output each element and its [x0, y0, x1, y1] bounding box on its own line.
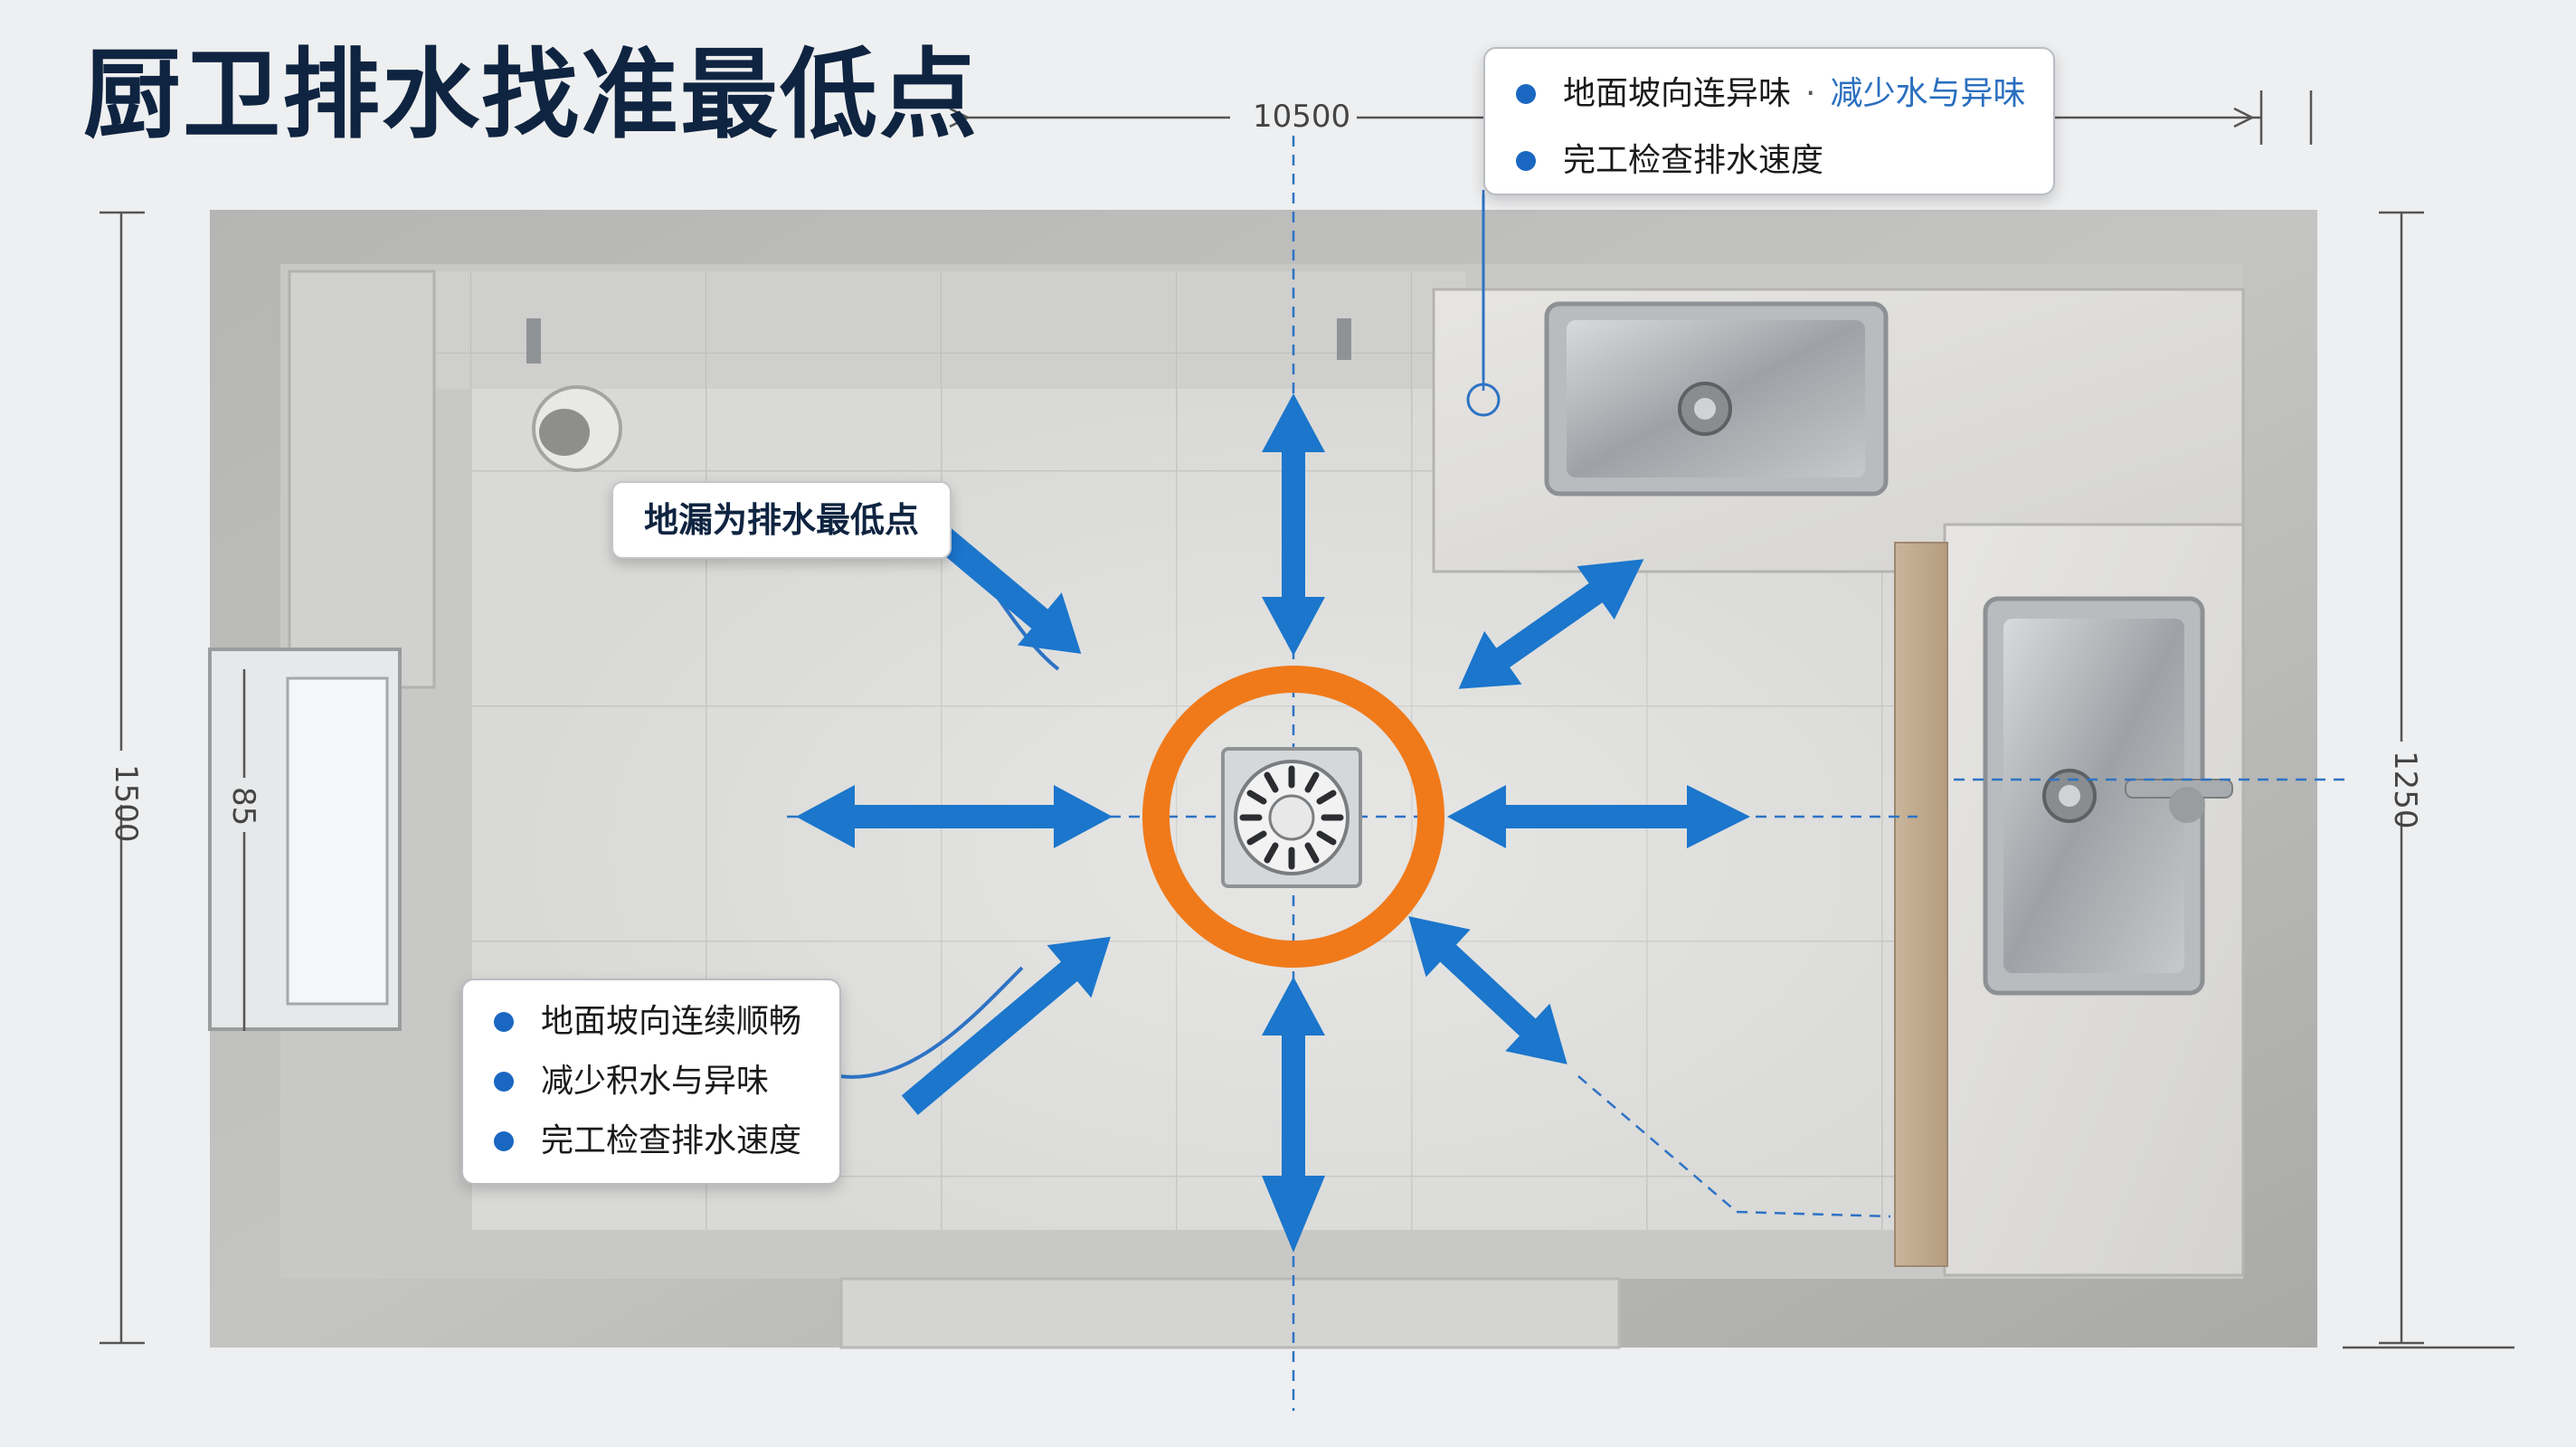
bullet-icon	[494, 1131, 514, 1151]
callout-top-line2: 完工检查排水速度	[1563, 142, 1824, 179]
callout-left-item-3: 完工检查排水速度	[541, 1122, 802, 1159]
callout-top: 地面坡向连异味 · 减少水与异味 完工检查排水速度	[1483, 47, 2055, 195]
wall-pipe-2	[1337, 318, 1351, 360]
wood-cabinet	[1894, 542, 1948, 1267]
dimension-right: 1250	[2387, 751, 2423, 829]
bullet-icon	[1516, 151, 1536, 171]
arrow-bottom	[1262, 977, 1325, 1253]
dimension-top: 10500	[1253, 99, 1351, 135]
arrow-left	[796, 785, 1113, 848]
dimension-inner-left: 85	[225, 787, 261, 827]
bullet-icon	[494, 1012, 514, 1032]
callout-top-sep: ·	[1805, 75, 1816, 112]
wall-pipe-1	[526, 318, 541, 364]
arrow-top	[1262, 393, 1325, 656]
left-wall-panel	[288, 270, 436, 689]
arrow-upper-right	[1458, 559, 1644, 689]
callout-anchor	[1466, 383, 1501, 417]
callout-left-item-1: 地面坡向连续顺畅	[541, 1003, 802, 1040]
dimension-left: 1500	[108, 764, 144, 843]
callout-left: 地面坡向连续顺畅 减少积水与异味 完工检查排水速度	[461, 979, 841, 1185]
page-title: 厨卫排水找准最低点	[83, 39, 980, 152]
callout-left-item-2: 减少积水与异味	[541, 1063, 770, 1100]
drain-ring	[1142, 666, 1444, 968]
drain-arrows	[796, 393, 1750, 1253]
arrow-lower-left	[901, 936, 1111, 1115]
callout-top-line1b: 减少水与异味	[1830, 75, 2026, 112]
floor-drain-label: 地漏为排水最低点	[611, 481, 952, 559]
callout-left-connector	[838, 966, 1024, 1079]
bullet-icon	[494, 1072, 514, 1092]
arrow-right	[1447, 785, 1750, 848]
callout-top-line1a: 地面坡向连异味	[1563, 75, 1792, 112]
floor-drain-label-text: 地漏为排水最低点	[643, 500, 919, 540]
bullet-icon	[1516, 84, 1536, 104]
back-wall-tiles	[289, 271, 1465, 389]
arrow-lower-right	[1408, 916, 1567, 1064]
door-threshold	[839, 1277, 1621, 1349]
